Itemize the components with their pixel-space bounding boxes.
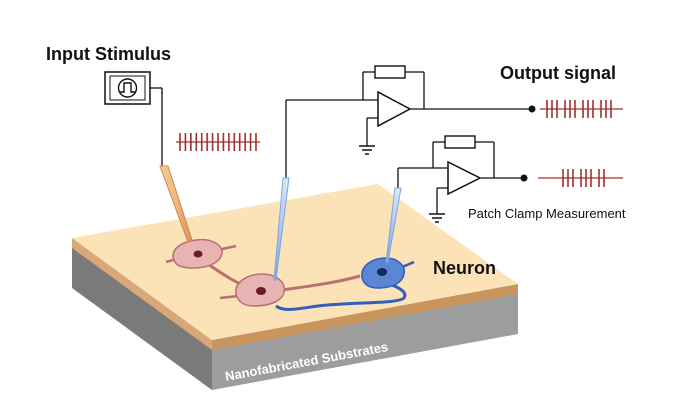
amp1-resistor	[374, 65, 406, 79]
neuron-network	[165, 238, 415, 311]
stimulus-generator	[104, 71, 163, 105]
output-spike-train	[540, 100, 623, 118]
amp2-out-node	[520, 174, 528, 182]
recording-electrode-1	[273, 177, 290, 281]
neuron-2-nucleus	[256, 287, 266, 295]
stimulus-electrode	[159, 165, 193, 243]
output-signal-label: Output signal	[500, 63, 616, 83]
amp2-resistor	[444, 135, 476, 149]
substrate-edge-right	[212, 284, 518, 350]
axon-blue-loop	[275, 280, 407, 311]
stimulus-box-inner	[109, 75, 146, 101]
electrodes	[159, 92, 402, 281]
patch-clamp-label: Patch Clamp Measurement	[468, 206, 626, 221]
neuron-label: Neuron	[433, 258, 496, 278]
axon-2-3	[281, 274, 361, 292]
substrate-right-face	[212, 292, 518, 390]
amplifier-patch	[398, 135, 528, 223]
stimulus-box	[104, 71, 151, 105]
amplifier-output	[286, 65, 536, 155]
pulse-icon	[120, 82, 135, 93]
amp2-triangle	[447, 160, 482, 196]
substrate-front-face	[72, 246, 212, 390]
neuron-3-nucleus	[377, 268, 387, 276]
patch-spike-train	[538, 169, 623, 187]
amp1-triangle	[377, 90, 412, 128]
input-spike-train	[176, 133, 260, 151]
pulse-icon-circle	[117, 78, 138, 98]
neuron-1-nucleus	[193, 250, 203, 258]
dendrite-2-left	[219, 294, 239, 300]
substrate-edge-front	[72, 238, 212, 350]
input-stimulus-label: Input Stimulus	[46, 44, 171, 64]
amp1-out-node	[528, 105, 536, 113]
recording-electrode-2	[385, 187, 402, 263]
